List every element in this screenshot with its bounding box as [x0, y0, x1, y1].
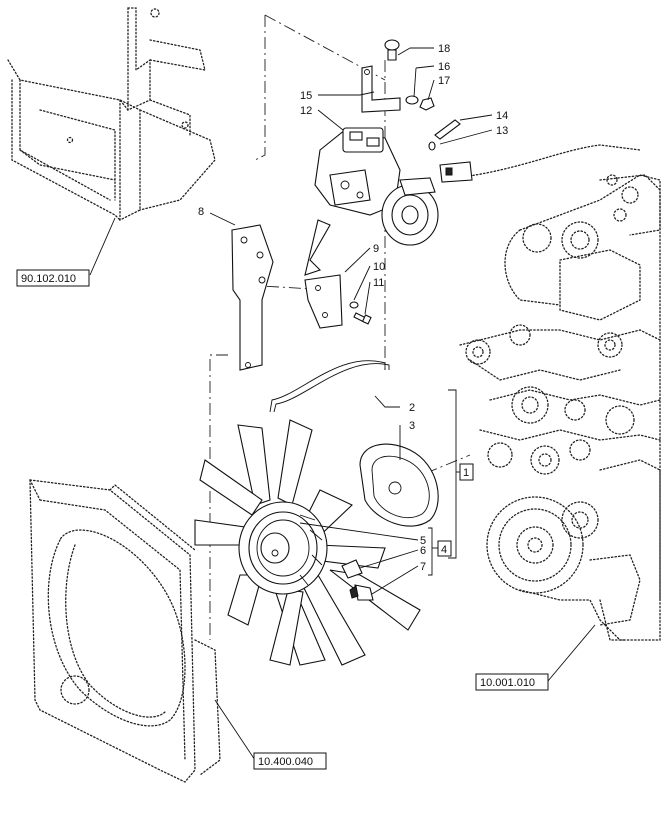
- callout-15: 15: [300, 90, 312, 102]
- ref-shroud-label: 10.400.040: [258, 756, 313, 768]
- group-1-label: 1: [463, 467, 469, 479]
- callout-3: 3: [409, 420, 415, 432]
- callout-13: 13: [496, 125, 508, 137]
- fan-shroud: [29, 479, 221, 783]
- plug-7: [349, 584, 374, 601]
- callout-17: 17: [438, 75, 450, 87]
- eye-bolt-18: [384, 39, 400, 61]
- ref-engine-label: 10.001.010: [480, 677, 535, 689]
- ref-box-shroud[interactable]: 10.400.040: [253, 752, 327, 770]
- bolt-14: [434, 119, 461, 140]
- washer-16: [405, 95, 419, 105]
- callout-12: 12: [300, 105, 312, 117]
- group-4-label: 4: [441, 544, 447, 556]
- sensor-6: [341, 559, 363, 579]
- ref-box-engine[interactable]: 10.001.010: [475, 673, 549, 691]
- bolt-11: [353, 312, 372, 325]
- callout-11: 11: [373, 277, 384, 289]
- callout-9: 9: [373, 243, 379, 255]
- ref-box-frame[interactable]: 90.102.010: [16, 269, 90, 287]
- chassis-frame: [7, 7, 216, 222]
- support-bracket: [361, 65, 401, 113]
- callout-10: 10: [373, 261, 385, 273]
- tube: [269, 360, 390, 413]
- wire-harness: [439, 144, 641, 183]
- callout-14: 14: [496, 110, 508, 122]
- callout-5: 5: [420, 535, 426, 547]
- callout-labels: 18 16 17 15 12 14 13 8 9 10 11 2 3 5 6 7: [198, 43, 508, 573]
- callout-6: 6: [420, 545, 426, 557]
- bracket-plate: [231, 224, 274, 371]
- group-box-1: 1: [459, 463, 474, 481]
- washer-10: [349, 301, 359, 309]
- callout-2: 2: [409, 402, 415, 414]
- mount-bracket: [304, 219, 343, 329]
- callout-18: 18: [438, 43, 450, 55]
- washer-13: [428, 141, 436, 151]
- ref-frame-label: 90.102.010: [21, 273, 76, 285]
- gasket: [359, 443, 439, 527]
- callout-8: 8: [198, 206, 204, 218]
- group-box-4: 4: [437, 540, 452, 557]
- callout-7: 7: [420, 561, 426, 573]
- engine-block: [459, 174, 661, 641]
- leader-lines: [89, 47, 596, 761]
- nut-17: [419, 97, 435, 111]
- callout-16: 16: [438, 61, 450, 73]
- fan-actuator: [314, 127, 439, 246]
- cooling-fan: [194, 419, 421, 666]
